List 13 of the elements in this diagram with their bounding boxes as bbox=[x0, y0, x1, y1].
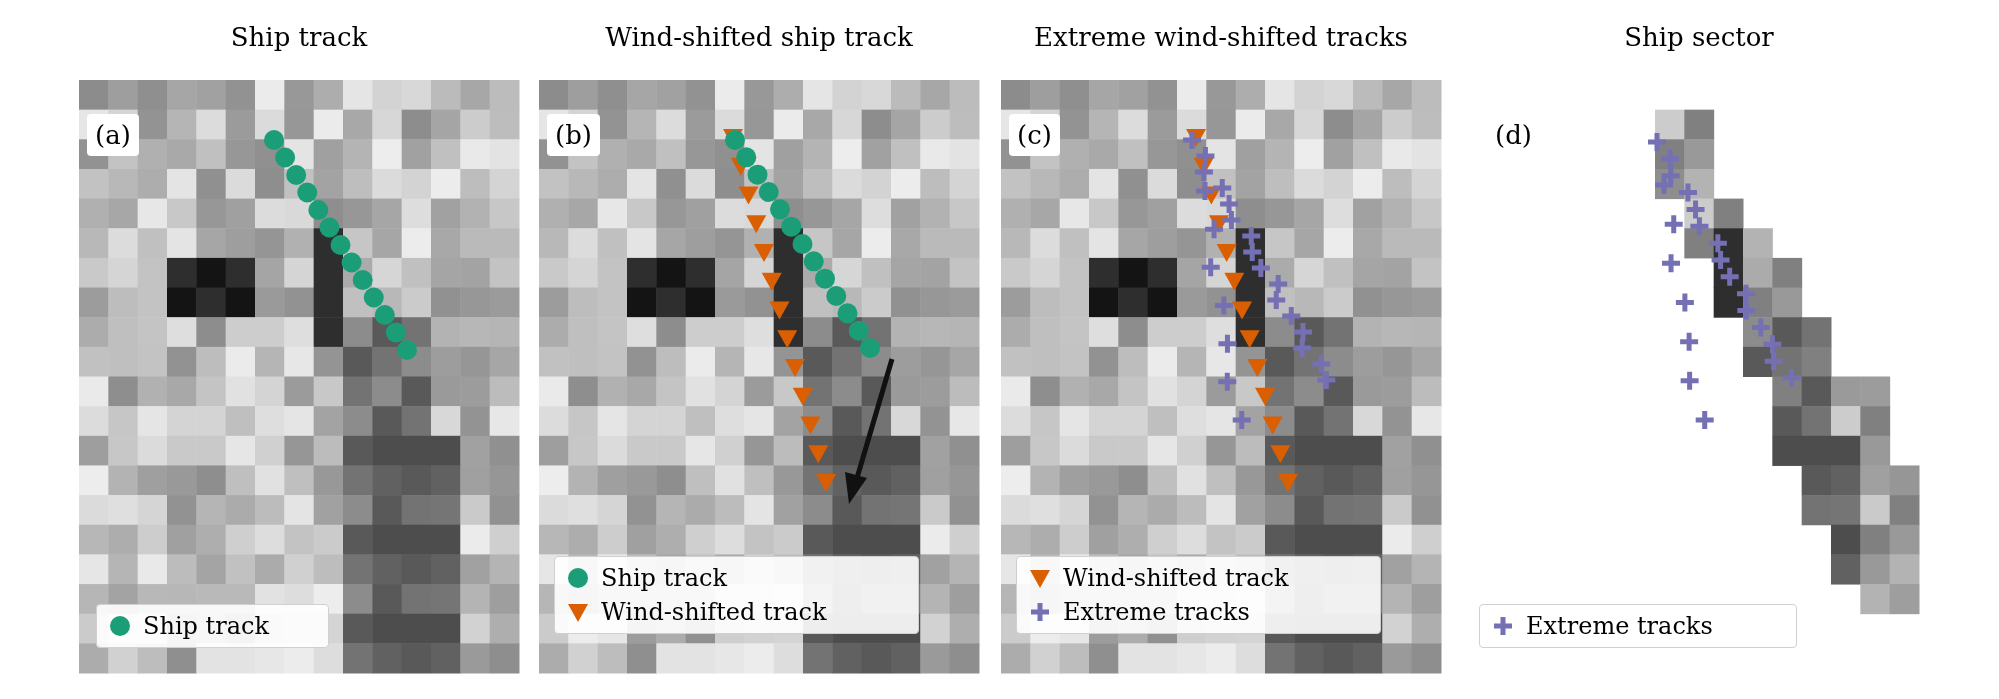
legend-text: Ship track bbox=[143, 611, 269, 641]
panel-letter: (c) bbox=[1009, 114, 1060, 156]
panel-title: Extreme wind-shifted tracks bbox=[1034, 24, 1408, 50]
legend-text: Wind-shifted track bbox=[601, 597, 827, 627]
legend-text: Ship track bbox=[601, 563, 727, 593]
legend-text: Extreme tracks bbox=[1063, 597, 1250, 627]
panel-title: Wind-shifted ship track bbox=[605, 24, 913, 50]
panel-title: Ship track bbox=[230, 24, 368, 50]
legend-text: Extreme tracks bbox=[1526, 611, 1713, 641]
panel-letter: (b) bbox=[547, 114, 600, 156]
legend-text: Wind-shifted track bbox=[1063, 563, 1289, 593]
panel-title: Ship sector bbox=[1624, 24, 1774, 50]
panel-letter: (a) bbox=[87, 114, 139, 156]
